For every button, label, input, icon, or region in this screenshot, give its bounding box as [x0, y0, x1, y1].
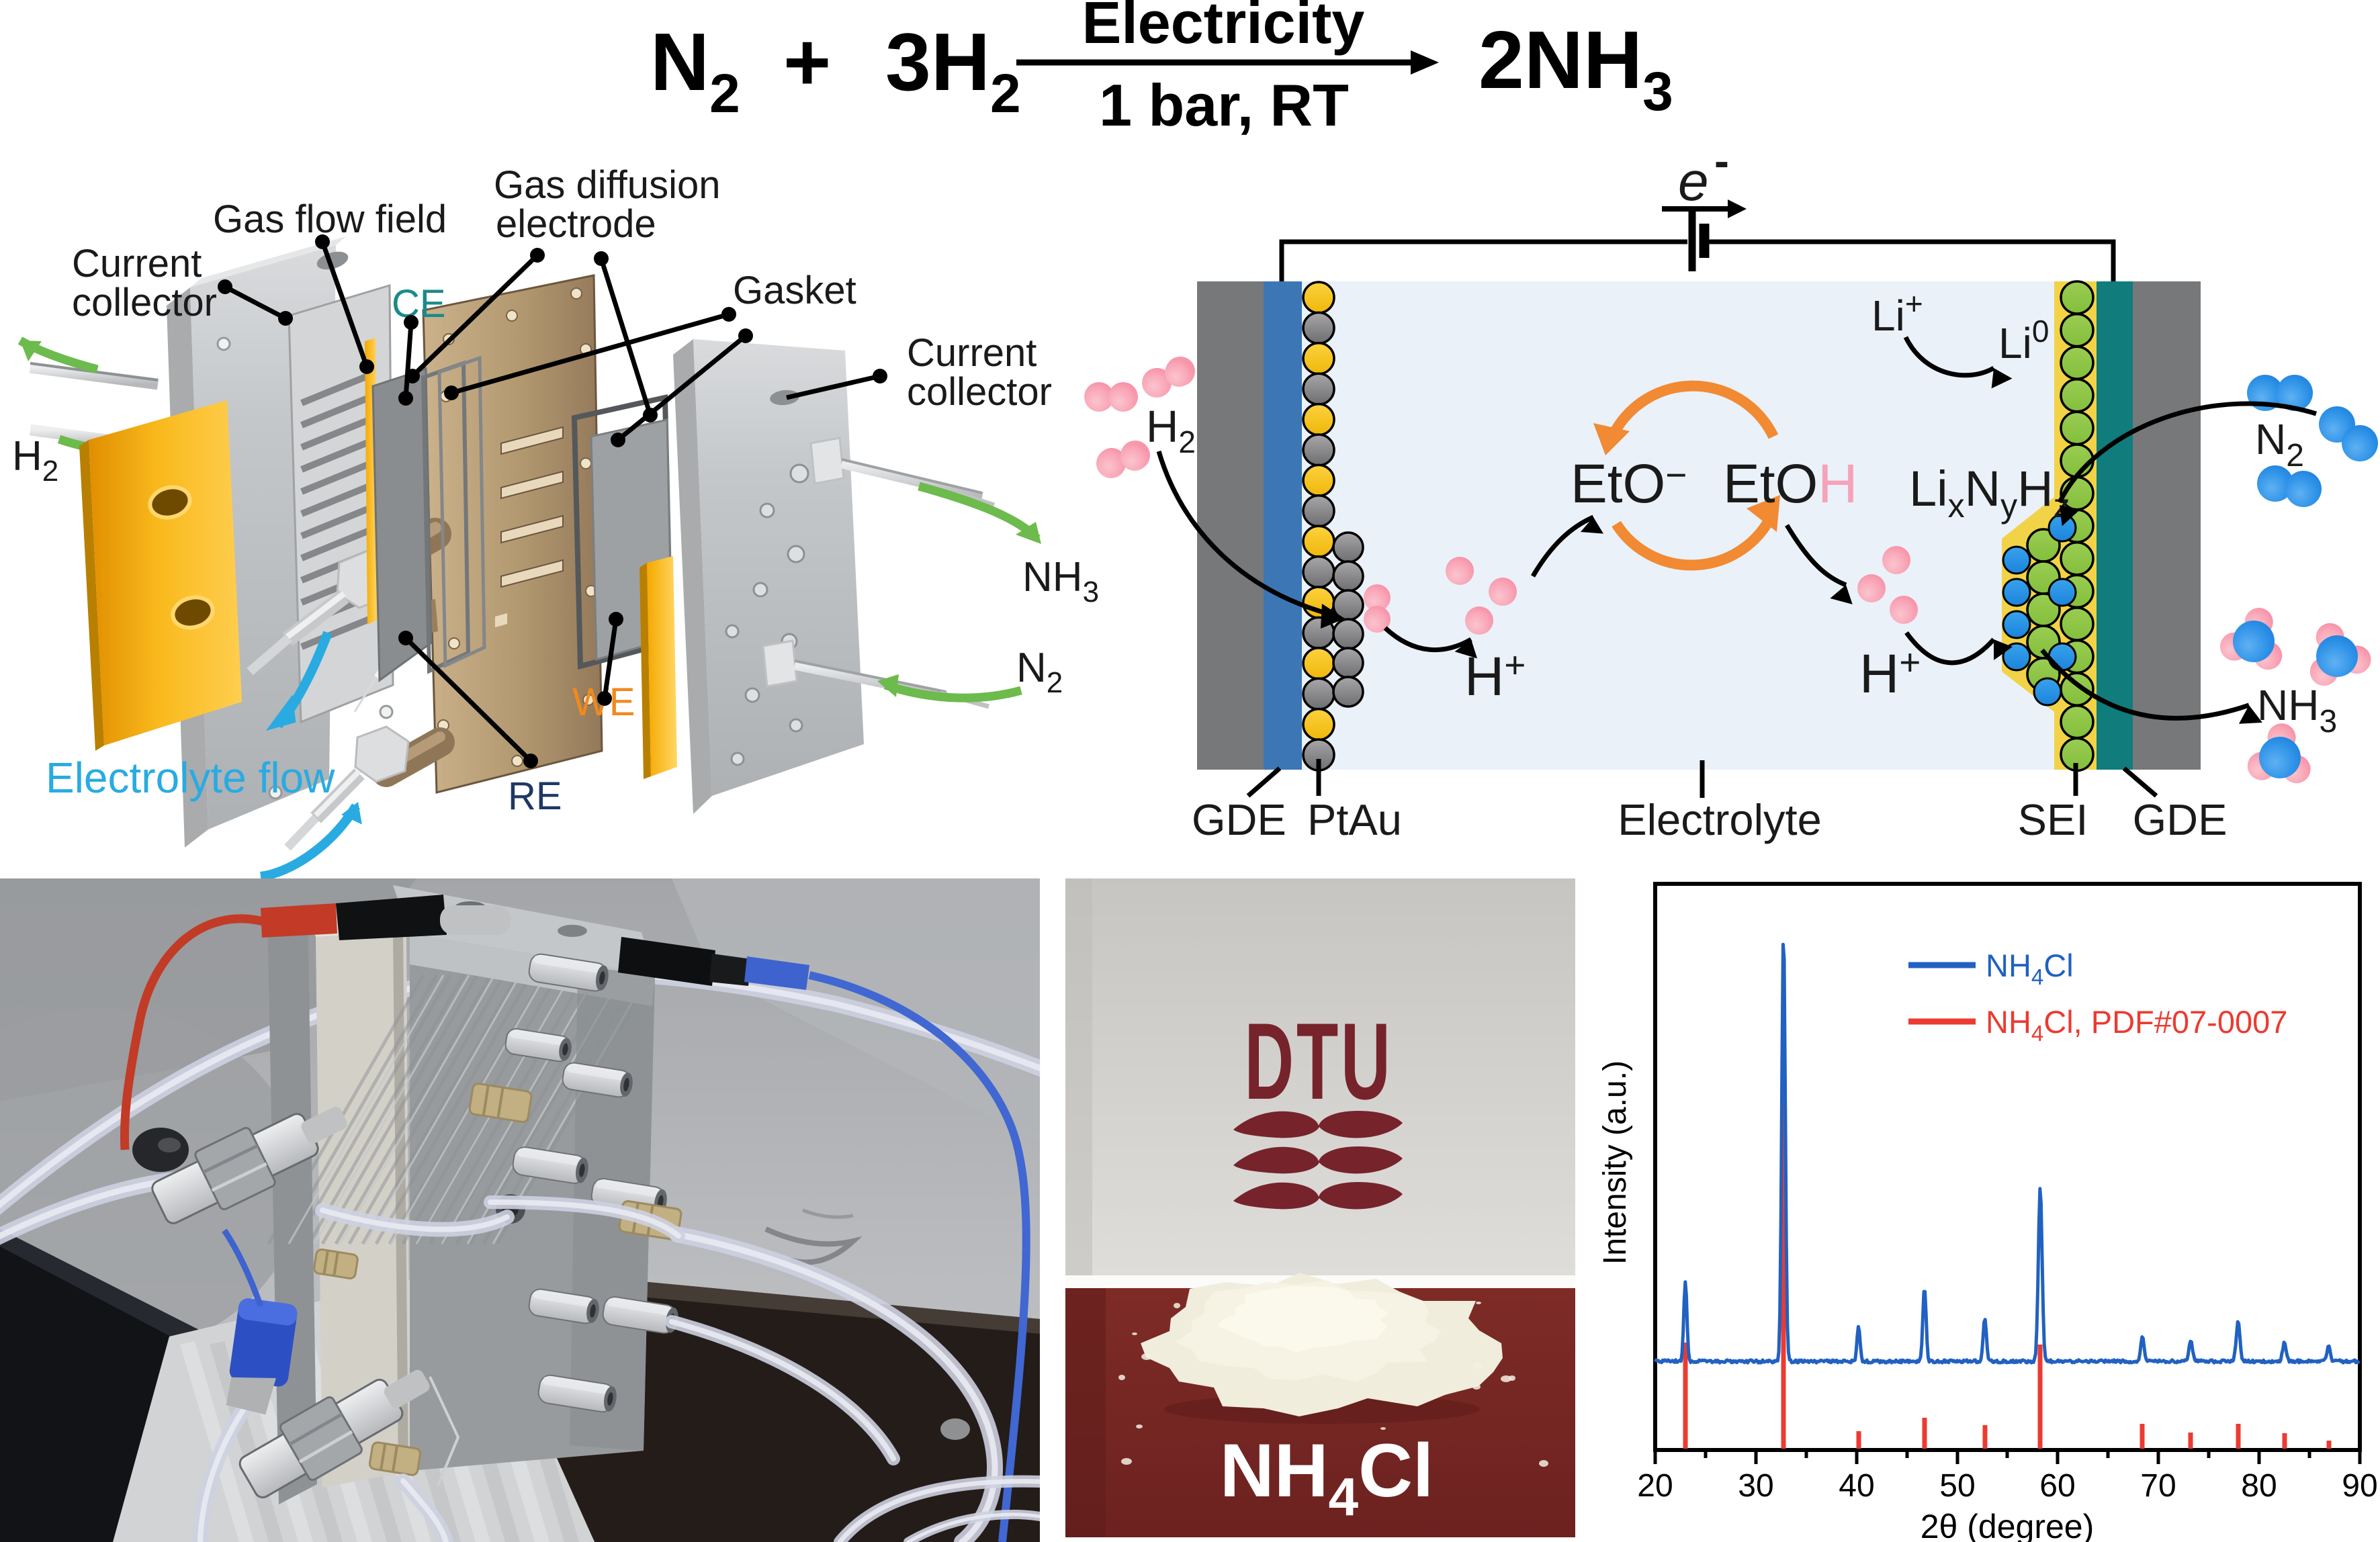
svg-text:30: 30	[1738, 1468, 1773, 1504]
svg-text:Electricity: Electricity	[1082, 0, 1365, 56]
svg-text:GDE: GDE	[1192, 795, 1286, 844]
svg-text:RE: RE	[508, 774, 562, 818]
svg-text:CE: CE	[392, 282, 446, 326]
svg-text:N2: N2	[1016, 645, 1063, 699]
svg-text:80: 80	[2241, 1468, 2277, 1504]
svg-text:collector: collector	[907, 370, 1052, 414]
svg-text:50: 50	[1939, 1468, 1975, 1504]
svg-text:Current: Current	[907, 331, 1037, 375]
svg-text:Gas flow field: Gas flow field	[213, 197, 447, 241]
svg-text:PtAu: PtAu	[1307, 795, 1402, 844]
svg-text:Gas diffusion: Gas diffusion	[494, 163, 720, 207]
svg-text:NH4Cl: NH4Cl	[1986, 948, 2074, 989]
svg-text:N2: N2	[650, 16, 740, 124]
svg-text:2θ (degree): 2θ (degree)	[1921, 1508, 2095, 1542]
svg-text:20: 20	[1637, 1468, 1673, 1504]
svg-text:Electrolyte flow: Electrolyte flow	[46, 754, 335, 802]
svg-text:90: 90	[2342, 1468, 2377, 1504]
svg-text:NH4Cl, PDF#07-0007: NH4Cl, PDF#07-0007	[1986, 1004, 2287, 1046]
svg-text:collector: collector	[72, 281, 217, 324]
svg-text:DTU: DTU	[1244, 1000, 1393, 1122]
svg-text:Gasket: Gasket	[733, 269, 856, 312]
svg-text:2NH3: 2NH3	[1479, 14, 1673, 122]
svg-text:H2: H2	[12, 433, 58, 488]
svg-text:N2: N2	[2255, 415, 2304, 473]
svg-text:NH3: NH3	[1022, 554, 1099, 608]
svg-text:NH3: NH3	[2257, 681, 2337, 739]
svg-text:40: 40	[1839, 1468, 1874, 1504]
svg-text:70: 70	[2140, 1468, 2176, 1504]
svg-text:NH4Cl: NH4Cl	[1220, 1428, 1434, 1527]
svg-text:SEI: SEI	[2018, 795, 2088, 844]
svg-text:1 bar, RT: 1 bar, RT	[1099, 72, 1349, 138]
svg-text:Li0: Li0	[1998, 314, 2049, 367]
svg-text:LixNyHz: LixNyHz	[1909, 461, 2070, 525]
svg-text:+: +	[783, 16, 831, 107]
svg-text:60: 60	[2039, 1468, 2075, 1504]
svg-text:Intensity (a.u.): Intensity (a.u.)	[1597, 1060, 1633, 1265]
svg-text:Current: Current	[72, 242, 202, 285]
svg-text:e: e	[1678, 151, 1709, 212]
svg-text:H2: H2	[1146, 402, 1196, 459]
svg-text:EtOH: EtOH	[1723, 453, 1857, 514]
svg-text:Electrolyte: Electrolyte	[1618, 795, 1821, 844]
svg-text:GDE: GDE	[2133, 795, 2228, 844]
svg-text:electrode: electrode	[496, 202, 656, 246]
svg-text:-: -	[1714, 136, 1729, 185]
svg-text:3H2: 3H2	[885, 16, 1021, 124]
